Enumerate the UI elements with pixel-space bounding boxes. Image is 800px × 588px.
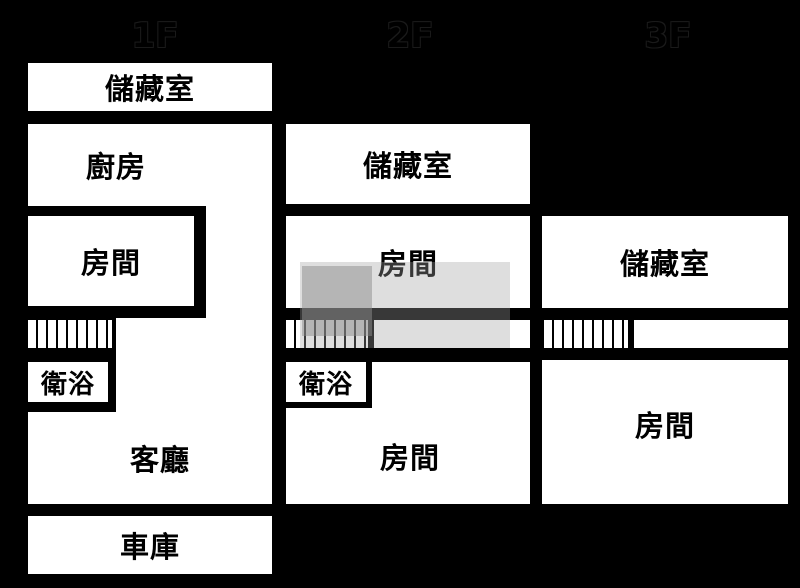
f3-bedroom: 房間 [542, 360, 788, 504]
f1-garage: 車庫 [28, 516, 272, 574]
floor-label-2f: 2F [386, 16, 434, 56]
room-label: 房間 [80, 246, 141, 280]
f1-bedroom: 房間 [28, 216, 194, 306]
f2-storage-room: 儲藏室 [286, 124, 530, 204]
f1-kitchen-area [28, 124, 272, 206]
f1-stairs [26, 318, 114, 350]
f3-storage-room: 儲藏室 [542, 216, 788, 308]
watermark-logo-icon [302, 266, 372, 336]
room-label: 房間 [634, 409, 695, 443]
room-label: 衛浴 [298, 369, 353, 400]
room-label: 房間 [377, 247, 438, 281]
f1-living-area [28, 412, 272, 504]
f1-mid-corridor [116, 318, 206, 412]
f2-bedroom-bottom: 房間 [330, 428, 490, 484]
f1-bathroom: 衛浴 [28, 362, 108, 402]
floor-label-3f: 3F [644, 16, 692, 56]
f2-hallway [374, 320, 530, 348]
f1-living-room: 客廳 [90, 430, 230, 486]
f1-storage-room: 儲藏室 [28, 63, 272, 111]
f3-stairs [542, 318, 630, 350]
f1-kitchen: 廚房 [28, 124, 196, 206]
room-label: 客廳 [129, 443, 190, 477]
f2-bathroom: 衛浴 [286, 362, 372, 408]
room-label: 廚房 [86, 150, 147, 184]
room-label: 儲藏室 [362, 149, 453, 183]
room-label: 車庫 [119, 530, 180, 564]
room-label: 衛浴 [40, 369, 95, 400]
floor-label-1f: 1F [131, 16, 179, 56]
room-label: 儲藏室 [104, 72, 195, 106]
f3-hallway [634, 320, 788, 348]
room-label: 房間 [379, 441, 440, 475]
room-label: 儲藏室 [619, 247, 710, 281]
